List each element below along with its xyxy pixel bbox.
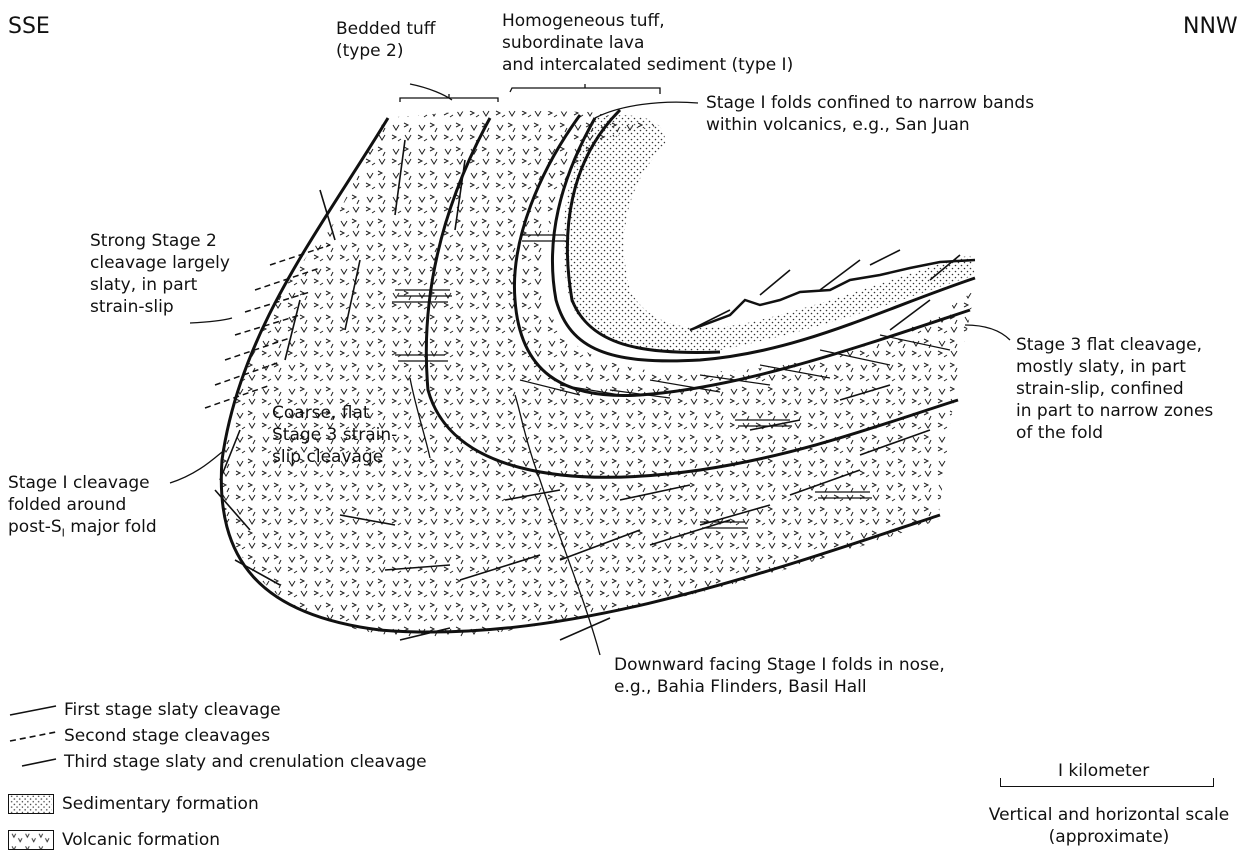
stage2-strong-line4: strain-slip <box>90 296 230 318</box>
stage2-strong-cleavage-label: Strong Stage 2 cleavage largely slaty, i… <box>90 230 230 318</box>
sedimentary-formation-area <box>563 115 975 353</box>
scale-note-line2: (approximate) <box>974 826 1244 848</box>
stage1-narrow-line1: Stage I folds confined to narrow bands <box>706 92 1034 114</box>
stage1-narrow-line2: within volcanics, e.g., San Juan <box>706 114 1034 136</box>
stage2-strong-line3: slaty, in part <box>90 274 230 296</box>
homogeneous-tuff-label: Homogeneous tuff, subordinate lava and i… <box>502 10 793 76</box>
coarse-flat-line3: slip cleavage <box>272 446 397 468</box>
coarse-flat-line1: Coarse, flat <box>272 402 397 424</box>
stage3-flat-line3: strain-slip, confined <box>1016 378 1213 400</box>
downward-line1: Downward facing Stage I folds in nose, <box>614 654 945 676</box>
stage1-folded-line1: Stage I cleavage <box>8 472 157 494</box>
solid-line-icon <box>8 703 58 717</box>
major-fold-text: major fold <box>65 517 157 537</box>
stipple-pattern-icon <box>8 794 54 814</box>
bedded-tuff-line1: Bedded tuff <box>336 18 436 40</box>
homogeneous-tuff-line3: and intercalated sediment (type I) <box>502 54 793 76</box>
v-pattern-icon <box>8 830 54 850</box>
legend-item-second-stage: Second stage cleavages <box>8 724 270 748</box>
legend-label-first-stage: First stage slaty cleavage <box>64 700 281 720</box>
stage3-flat-line5: of the fold <box>1016 422 1213 444</box>
legend-label-second-stage: Second stage cleavages <box>64 726 270 746</box>
bedded-tuff-line2: (type 2) <box>336 40 436 62</box>
stage2-strong-line2: cleavage largely <box>90 252 230 274</box>
orientation-nnw: NNW <box>1183 14 1238 39</box>
legend-label-third-stage: Third stage slaty and crenulation cleava… <box>64 752 427 772</box>
homogeneous-tuff-line2: subordinate lava <box>502 32 793 54</box>
short-line-icon <box>8 755 58 769</box>
coarse-flat-stage3-label: Coarse, flat Stage 3 strain- slip cleava… <box>272 402 397 468</box>
orientation-sse: SSE <box>8 14 50 39</box>
bedded-tuff-label: Bedded tuff (type 2) <box>336 18 436 62</box>
legend-item-third-stage: Third stage slaty and crenulation cleava… <box>8 750 427 774</box>
homogeneous-tuff-line1: Homogeneous tuff, <box>502 10 793 32</box>
legend-item-sedimentary: Sedimentary formation <box>8 792 259 816</box>
post-s-text: post-S <box>8 517 62 537</box>
legend-label-volcanic: Volcanic formation <box>62 830 220 850</box>
stage2-strong-line1: Strong Stage 2 <box>90 230 230 252</box>
legend-item-first-stage: First stage slaty cleavage <box>8 698 281 722</box>
dashed-line-icon <box>8 729 58 743</box>
stage3-flat-cleavage-label: Stage 3 flat cleavage, mostly slaty, in … <box>1016 334 1213 444</box>
downward-line2: e.g., Bahia Flinders, Basil Hall <box>614 676 945 698</box>
scale-note-line1: Vertical and horizontal scale <box>974 804 1244 826</box>
scale-note: Vertical and horizontal scale (approxima… <box>974 804 1244 848</box>
legend-label-sedimentary: Sedimentary formation <box>62 794 259 814</box>
scale-bar <box>1000 778 1214 787</box>
stage3-flat-line2: mostly slaty, in part <box>1016 356 1213 378</box>
stage1-folded-label: Stage I cleavage folded around post-SI m… <box>8 472 157 544</box>
stage3-flat-line4: in part to narrow zones <box>1016 400 1213 422</box>
coarse-flat-line2: Stage 3 strain- <box>272 424 397 446</box>
legend-item-volcanic: Volcanic formation <box>8 828 220 852</box>
stage3-flat-line1: Stage 3 flat cleavage, <box>1016 334 1213 356</box>
downward-facing-label: Downward facing Stage I folds in nose, e… <box>614 654 945 698</box>
stage1-narrow-bands-label: Stage I folds confined to narrow bands w… <box>706 92 1034 136</box>
stage1-folded-line2: folded around <box>8 494 157 516</box>
stage1-folded-line3: post-SI major fold <box>8 516 157 544</box>
